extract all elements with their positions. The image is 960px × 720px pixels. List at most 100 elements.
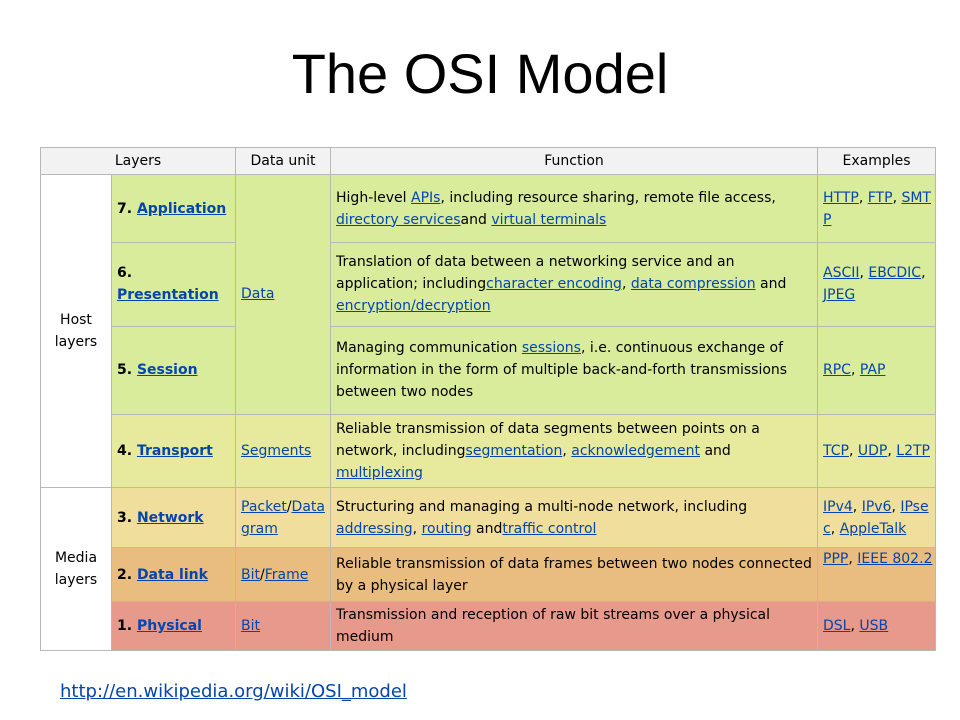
link-ppp[interactable]: PPP (823, 550, 849, 567)
link-bit[interactable]: Bit (241, 566, 260, 583)
function-physical: Transmission and reception of raw bit st… (330, 601, 819, 651)
separator: , (859, 265, 869, 282)
link-transport[interactable]: Transport (136, 442, 213, 459)
link-jpeg[interactable]: JPEG (823, 287, 856, 304)
separator: , (830, 520, 840, 537)
layer-5-cell: 5. Session (110, 325, 237, 415)
link-ftp[interactable]: FTP (867, 189, 893, 206)
function-text: and (471, 520, 503, 537)
link-physical[interactable]: Physical (136, 618, 202, 635)
function-text: Transmission and reception of raw bit st… (336, 607, 771, 646)
link-l2tp[interactable]: L2TP (896, 442, 930, 459)
row-presentation: 6. Presentation Translation of data betw… (41, 241, 937, 327)
separator: , (858, 189, 868, 206)
row-transport: 4. Transport Segments Reliable transmiss… (41, 413, 937, 489)
layer-1-cell: 1. Physical (110, 601, 237, 651)
layer-3-cell: 3. Network (110, 487, 237, 548)
layer-7-cell: 7. Application (110, 174, 237, 243)
header-examples: Examples (817, 146, 937, 176)
data-unit-bit-frame: Bit/Frame (235, 546, 332, 603)
link-data[interactable]: Data (241, 286, 275, 303)
link-apis[interactable]: APIs (411, 189, 441, 206)
link-segments[interactable]: Segments (241, 442, 312, 459)
separator: , (891, 498, 901, 515)
function-text: and (460, 211, 492, 228)
header-row: Layers Data unit Function Examples (39, 146, 937, 176)
link-multiplexing[interactable]: multiplexing (336, 464, 423, 481)
row-datalink: 2. Data link Bit/Frame Reliable transmis… (41, 546, 937, 603)
link-application[interactable]: Application (136, 200, 227, 217)
link-ebcdic[interactable]: EBCDIC (868, 265, 922, 282)
function-datalink: Reliable transmission of data frames bet… (330, 546, 819, 603)
separator: , (850, 362, 860, 379)
function-text: Translation of data between a networking… (336, 254, 735, 293)
link-dsl[interactable]: DSL (823, 618, 851, 635)
examples-presentation: ASCII, EBCDIC, JPEG (817, 241, 937, 327)
link-directory-services[interactable]: directory services (336, 211, 461, 228)
link-ipv6[interactable]: IPv6 (861, 498, 892, 515)
examples-transport: TCP, UDP, L2TP (817, 413, 937, 489)
link-data-link[interactable]: Data link (136, 566, 208, 583)
row-network: Media layers 3. Network Packet/Datagram … (40, 487, 937, 651)
link-routing[interactable]: routing (421, 520, 472, 537)
layer-number: 2. (117, 566, 137, 583)
layer-4-cell: 4. Transport (110, 413, 237, 489)
link-network[interactable]: Network (136, 509, 204, 526)
osi-table: Layers Data unit Function Examples Host … (39, 146, 937, 651)
group-media-layers: Media layers (40, 487, 112, 651)
link-ascii[interactable]: ASCII (823, 265, 860, 282)
link-ipsec[interactable]: IPsec (823, 498, 929, 537)
layer-number: 7. (117, 200, 137, 217)
link-virtual-terminals[interactable]: virtual terminals (491, 211, 607, 228)
function-text: , including resource sharing, remote fil… (440, 189, 776, 206)
link-usb[interactable]: USB (859, 618, 889, 635)
function-text: , i.e. continuous exchange of informatio… (336, 340, 788, 401)
function-text: Managing communication (336, 340, 522, 357)
layer-number: 1. (117, 618, 137, 635)
slide-title: The OSI Model (291, 42, 669, 105)
link-character-encoding[interactable]: character encoding (486, 276, 622, 293)
separator: , (848, 442, 858, 459)
source-link[interactable]: http://en.wikipedia.org/wiki/OSI_model (60, 681, 407, 702)
link-bit-physical[interactable]: Bit (241, 618, 260, 635)
link-rpc[interactable]: RPC (823, 362, 851, 379)
function-session: Managing communication sessions, i.e. co… (330, 325, 819, 415)
link-http[interactable]: HTTP (823, 189, 859, 206)
function-text: Reliable transmission of data segments b… (336, 420, 760, 459)
link-segmentation[interactable]: segmentation (465, 442, 563, 459)
row-physical: 1. Physical Bit Transmission and recepti… (41, 601, 937, 651)
separator: , (892, 189, 902, 206)
examples-application: HTTP, FTP, SMTP (817, 174, 937, 243)
link-ipv4[interactable]: IPv4 (823, 498, 853, 515)
header-data-unit: Data unit (235, 146, 332, 176)
link-presentation[interactable]: Presentation (117, 287, 219, 304)
function-application: High-level APIs, including resource shar… (330, 174, 819, 243)
link-smtp[interactable]: SMTP (823, 189, 931, 228)
link-udp[interactable]: UDP (857, 442, 888, 459)
link-data-compression[interactable]: data compression (630, 276, 756, 293)
separator: , (852, 498, 862, 515)
group-media-label: Media layers (54, 550, 98, 589)
separator: / (260, 566, 265, 583)
link-frame[interactable]: Frame (264, 566, 309, 583)
link-tcp[interactable]: TCP (823, 442, 849, 459)
link-appletalk[interactable]: AppleTalk (839, 520, 907, 537)
examples-network: IPv4, IPv6, IPsec, AppleTalk (817, 487, 937, 548)
examples-session: RPC, PAP (817, 325, 937, 415)
layer-number: 6. (117, 265, 133, 282)
link-encryption[interactable]: encryption/decryption (336, 298, 491, 315)
link-packet[interactable]: Packet (241, 498, 287, 515)
link-traffic-control[interactable]: traffic control (502, 520, 597, 537)
function-text: , (562, 442, 572, 459)
layer-number: 3. (117, 509, 137, 526)
link-datagram[interactable]: Datagram (241, 498, 325, 537)
separator: , (848, 550, 858, 567)
row-application: Host layers 7. Application Data High-lev… (40, 174, 937, 489)
link-session[interactable]: Session (136, 362, 198, 379)
link-pap[interactable]: PAP (859, 362, 886, 379)
link-ieee-802-2[interactable]: IEEE 802.2 (857, 550, 933, 567)
link-sessions[interactable]: sessions (521, 340, 581, 357)
examples-physical: DSL, USB (817, 601, 937, 651)
link-addressing[interactable]: addressing (336, 520, 413, 537)
link-acknowledgement[interactable]: acknowledgement (571, 442, 701, 459)
